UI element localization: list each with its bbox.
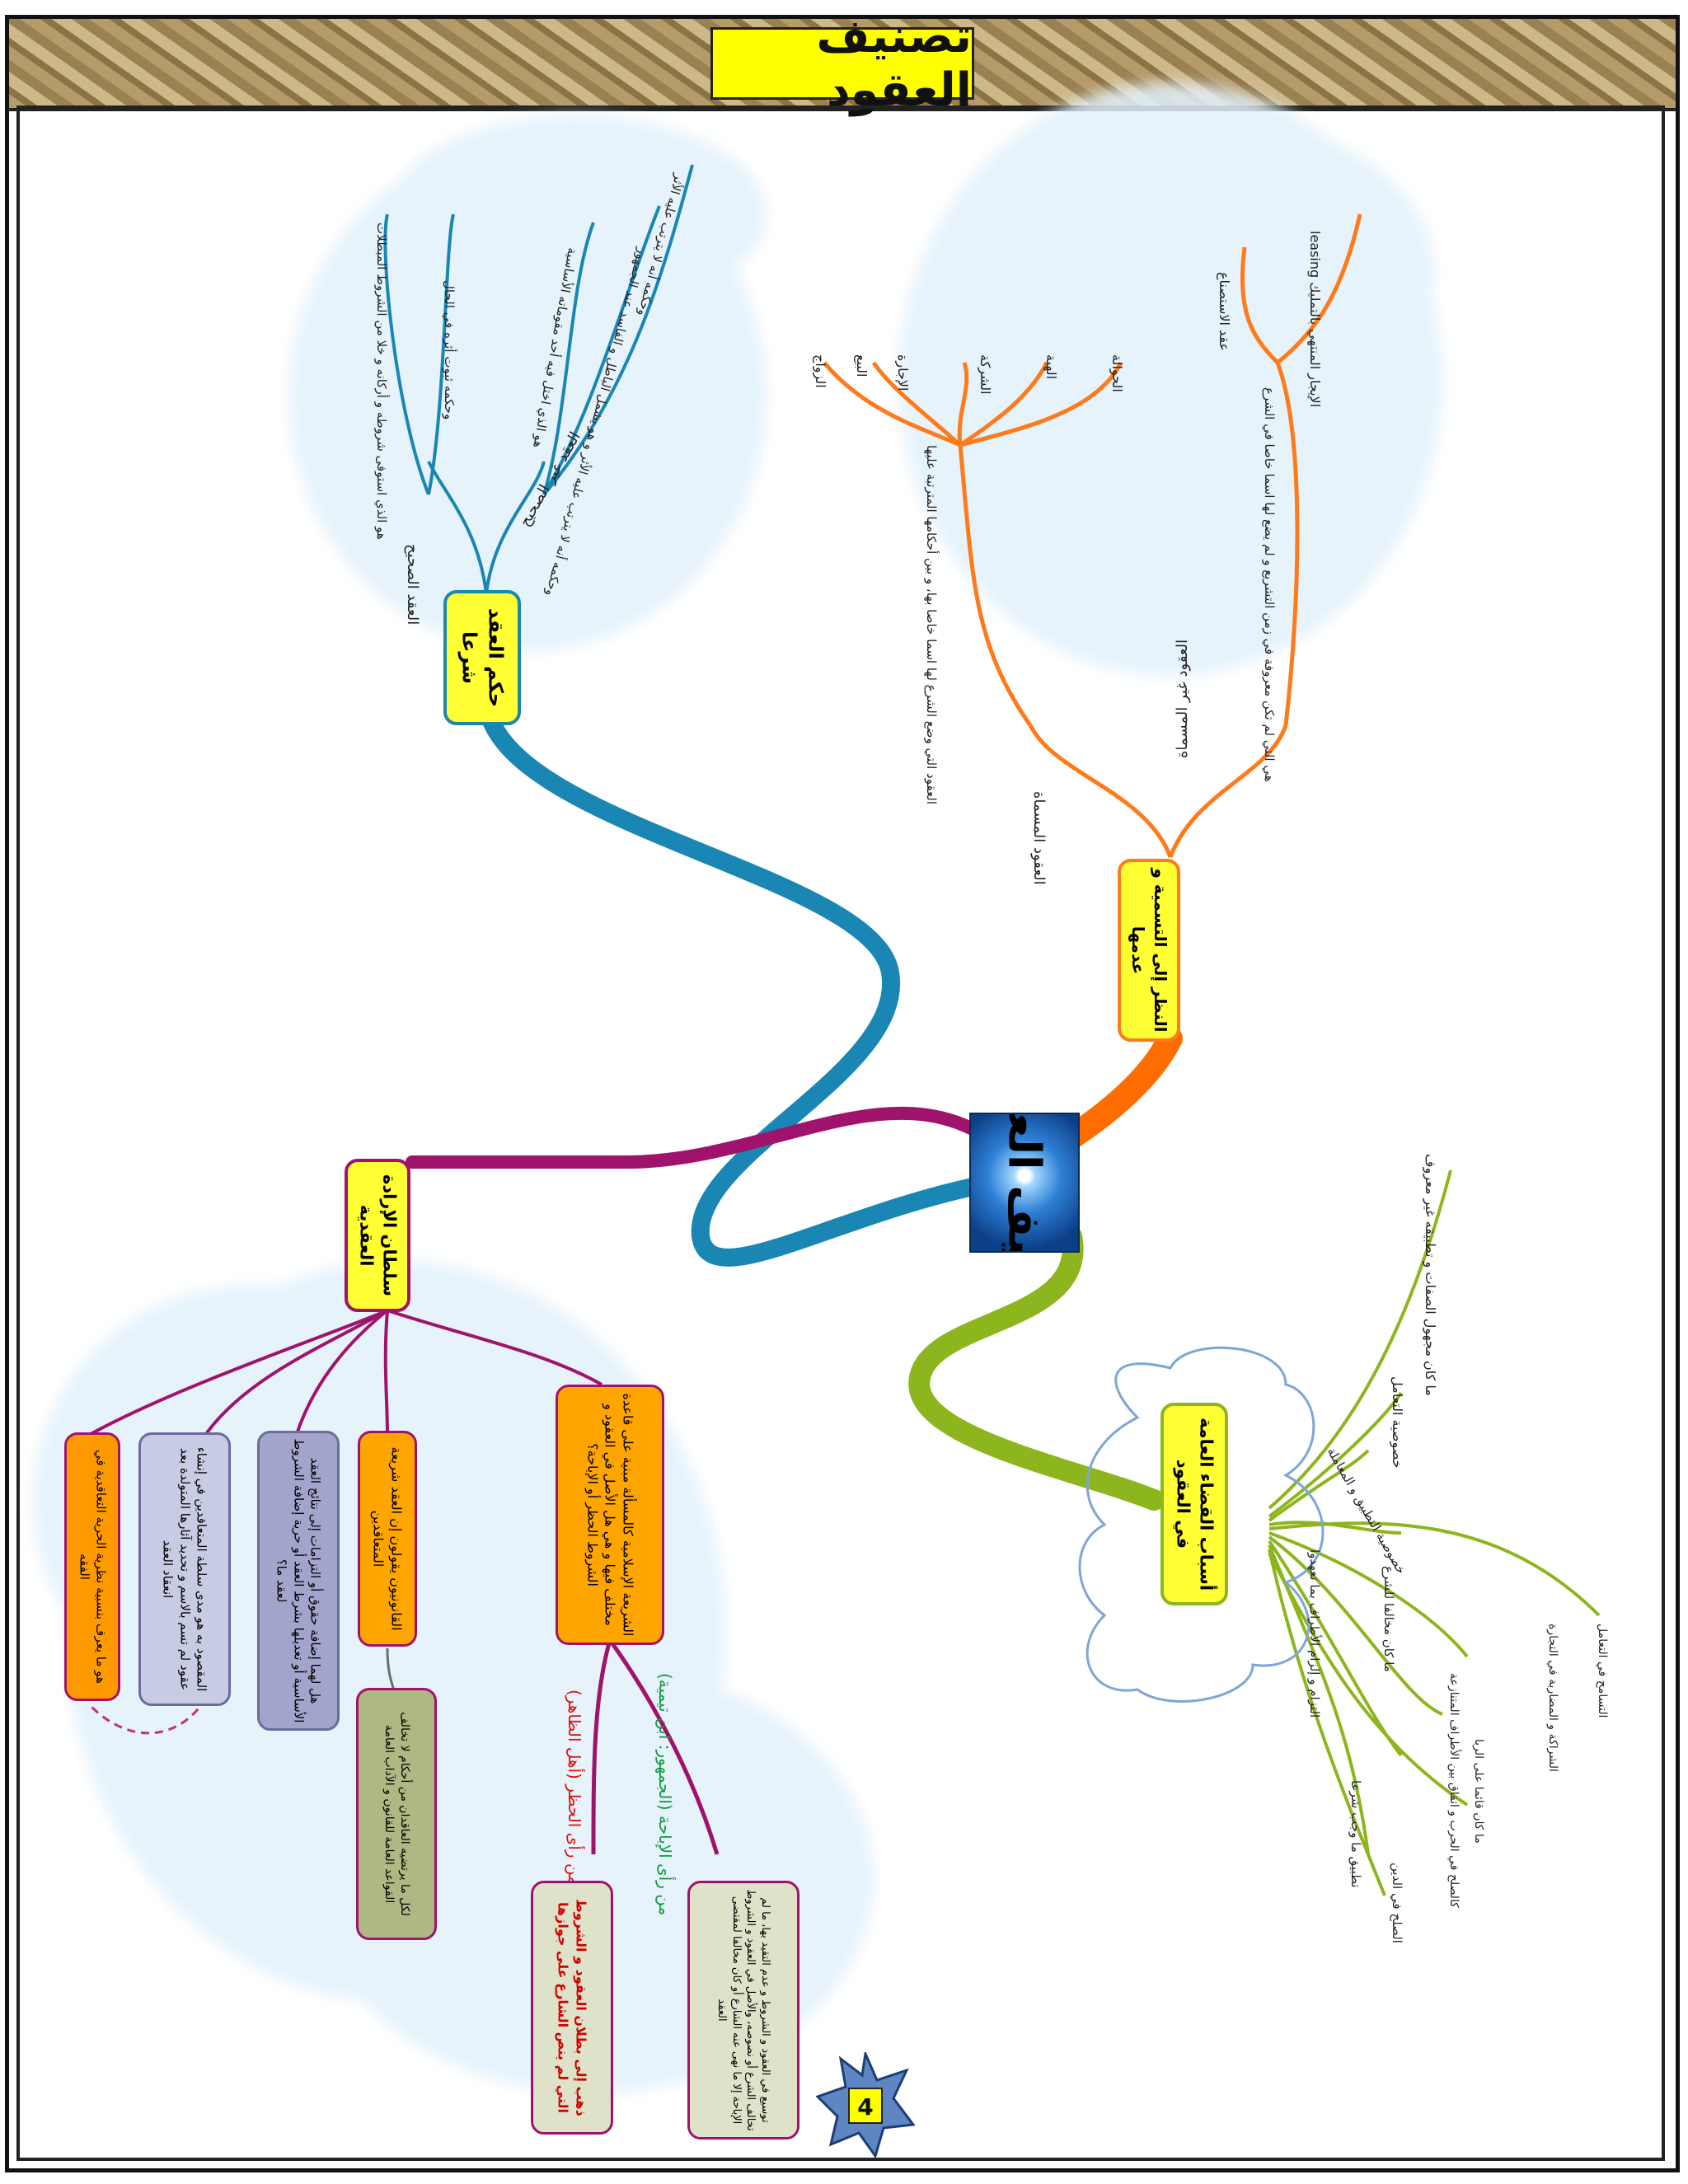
branch-blue bbox=[477, 691, 982, 1267]
magenta-subbranches bbox=[90, 1309, 603, 1436]
topic-causes: أسباب القضاء العامة في العقود bbox=[1160, 1403, 1228, 1605]
green-leaf-3: التزام و إلزام الأطراف بما تعهدوا bbox=[1307, 1549, 1323, 1718]
blue-sub1-label: العقد الصحيح bbox=[404, 544, 421, 625]
orange-leaf-2: الشركة bbox=[977, 354, 993, 395]
blue-sub1-leaf2: وحكمه ثبوت أثره في الحال bbox=[441, 280, 457, 419]
green-leaf-7: ما كان قائما على الربا bbox=[1472, 1739, 1485, 1844]
orange-sub1-desc: العقود التي وضع الشرع لها اسما خاصا بها،… bbox=[923, 445, 940, 804]
blue-subbranches bbox=[383, 164, 694, 594]
green-leaf-10: التسامح في التعامل bbox=[1596, 1624, 1609, 1718]
topic-will: سلطان الإرادة العقدية bbox=[345, 1159, 410, 1312]
orange-sub1-label: العقود المسماة bbox=[1030, 791, 1048, 885]
green-leaf-8: الشراكة و المضاربة في التجارة bbox=[1546, 1624, 1559, 1772]
orange-leaf-5: الزواج bbox=[812, 354, 828, 388]
outer-frame bbox=[5, 15, 1680, 2172]
orange-leaf-6: عقد الاستصناع bbox=[1216, 272, 1232, 351]
orange-subbranches bbox=[823, 213, 1362, 858]
branch-labels: العقد الصحيح العقد غير الصحيح هو الذي اس… bbox=[373, 171, 1609, 1943]
inner-frame bbox=[16, 105, 1665, 2161]
box-law-view: القانونيون يقولون إن العقد شريعة المتعاق… bbox=[358, 1431, 417, 1647]
branch-green bbox=[908, 1226, 1165, 1511]
blue-sub1-leaf: هو الذي استوفى شروطه و أركانه و خلا من ا… bbox=[373, 223, 390, 540]
branch-magenta bbox=[406, 1106, 979, 1169]
cloud-backgrounds bbox=[33, 82, 1442, 2093]
box-rights: هل لهما إضافة حقوق أو التزامات إلى نتائج… bbox=[257, 1431, 340, 1731]
center-title: تصنيف العقود bbox=[999, 1114, 1051, 1251]
page-number-star: 4 bbox=[816, 2052, 915, 2158]
orange-leaf-1: الإجارة bbox=[894, 354, 911, 391]
topic-ruling: حكم العقد شرعا bbox=[443, 590, 521, 725]
orange-leaf-0: البيع bbox=[853, 354, 870, 377]
box-meaning: المقصود به هو مدى سلطة المتعاقدين في إنش… bbox=[138, 1432, 231, 1706]
box-sharia: الشريعة الإسلامية كالمسألة مبنية على قاع… bbox=[556, 1385, 664, 1645]
green-leaf-1: خصوصية التعامل bbox=[1389, 1376, 1405, 1469]
orange-leaf-4: الحوالة bbox=[1109, 354, 1125, 392]
topic-naming: النظر إلى التسمية و عدمها bbox=[1118, 859, 1180, 1042]
green-leaf-9: الصلح في الدين bbox=[1389, 1863, 1404, 1943]
orange-sub2-desc: هي التي لم تكن معروفة في زمن التشريع و ل… bbox=[1261, 387, 1277, 782]
opinion-red: من رأى الحظر (أهل الظاهر) bbox=[565, 1690, 585, 1885]
orange-sub2-label: العقود غير المسماة bbox=[1174, 640, 1191, 758]
box-relativity: هو ما يعرف بنسبية نظرية الحرية التعاقدية… bbox=[64, 1432, 120, 1701]
box-law-detail: لكل ما يرتضيه العاقدان من أحكام لا تخالف… bbox=[356, 1688, 437, 1940]
green-leaf-6: تطبيق ما وجب شرعا bbox=[1348, 1780, 1363, 1888]
opinion-green: من رأى الإباحة (الجمهور: ابن تيمية) bbox=[655, 1673, 676, 1915]
page-number: 4 bbox=[857, 2093, 873, 2121]
box-opinion-green: توسيع في العقود و الشروط و عدم التقيد به… bbox=[687, 1881, 799, 2139]
green-leaf-4: ما كان مخالفا للشرع bbox=[1381, 1566, 1396, 1672]
green-leaf-0: ما كان مجهول الصفات و تطبيقه غير معروف bbox=[1422, 1154, 1438, 1396]
orange-leaf-3: الهبة bbox=[1043, 354, 1059, 379]
orange-leaf-7: leasing الإيجار المنتهي بالتمليك bbox=[1306, 231, 1323, 407]
green-cloud-outline bbox=[1078, 1346, 1325, 1703]
green-leaf-5: كالصلح في الحرب و اتفاق بين الأطراف المت… bbox=[1447, 1673, 1462, 1908]
branch-orange bbox=[1059, 1026, 1183, 1150]
center-node: تصنيف العقود bbox=[969, 1113, 1080, 1253]
box-opinion-red: ذهب إلى بطلان العقود و الشروط التي لم ين… bbox=[531, 1881, 613, 2135]
